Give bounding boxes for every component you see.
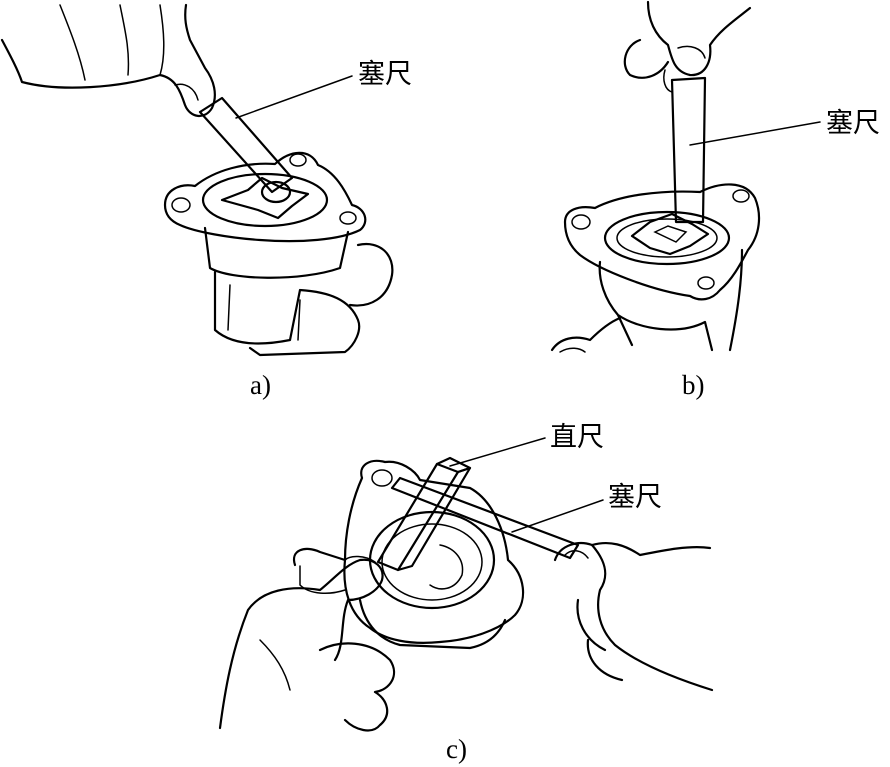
panel-b-rotor — [630, 212, 710, 256]
panel-c-right-hand — [553, 541, 712, 562]
panel-c-label-straight-edge: 直尺 — [550, 422, 604, 453]
panel-a-pump-flange — [163, 151, 367, 243]
panel-b-hand — [646, 0, 752, 77]
panel-b-body-right-edge — [728, 248, 744, 352]
panel-c-label-feeler: 塞尺 — [608, 482, 662, 513]
panel-c-feeler-gauge — [390, 476, 580, 560]
panel-b-thumb — [623, 38, 670, 79]
panel-a-pump-base — [213, 270, 361, 357]
panel-a-housing-ring — [201, 172, 329, 228]
panel-c-left-thumbnail — [344, 555, 376, 563]
panel-b-pump-body — [598, 260, 714, 352]
panel-a-fingers — [59, 4, 165, 81]
panel-c-pump-flange — [343, 459, 525, 644]
panel-c-flange-bolt-hole — [371, 469, 393, 487]
panel-a-hand — [0, 3, 216, 117]
panel-b-caption: b) — [682, 370, 705, 400]
panel-c-leader-straight-edge — [449, 437, 546, 467]
panel-b-finger-edge — [663, 69, 673, 93]
panel-a-rotor — [220, 176, 310, 220]
panel-b-base-lip — [559, 347, 586, 353]
panel-b-flange-bolt-hole-bottom — [697, 276, 715, 290]
panel-c: 直尺 塞尺 c) — [218, 422, 714, 764]
panel-b-base-left — [550, 316, 622, 352]
panel-c-inlet-pipe-lower — [299, 565, 346, 595]
panel-c-left-fingers — [318, 642, 396, 732]
panel-a-pump-body — [203, 226, 350, 279]
panel-c-left-palm-line — [259, 639, 291, 691]
panel-c-caption: c) — [446, 734, 467, 764]
panel-c-right-fingers — [576, 598, 624, 682]
panel-b-label-feeler: 塞尺 — [826, 108, 880, 139]
panel-a-leader-line — [235, 75, 353, 119]
panel-b-pump-flange — [563, 183, 761, 301]
panel-b-fingernail — [677, 45, 706, 59]
panel-a-flange-bolt-hole-top — [289, 153, 307, 167]
panel-a-base-edges — [227, 284, 301, 341]
panel-a: 塞尺 a) — [0, 3, 412, 400]
panel-a-flange-bolt-hole-left — [171, 197, 191, 213]
panel-b-leader-line — [689, 121, 821, 146]
panel-a-label-feeler: 塞尺 — [358, 59, 412, 90]
panel-c-inner-ring — [381, 523, 483, 601]
panel-c-inlet-pipe — [292, 547, 347, 567]
panel-b-flange-bolt-hole-left — [571, 214, 591, 230]
panel-c-pump-body — [358, 598, 507, 650]
panel-b-housing-ring — [603, 210, 731, 266]
panel-b-feeler-gauge — [670, 76, 707, 224]
panel-a-fingernail — [174, 83, 199, 101]
panel-c-straight-edge-side — [396, 466, 472, 572]
panel-c-right-thumbnail — [564, 550, 589, 559]
panel-c-right-palm — [590, 543, 714, 692]
panel-a-outlet-pipe — [348, 242, 394, 307]
panel-b-flange-bolt-hole-right — [732, 189, 750, 203]
panel-c-left-hand — [218, 558, 384, 730]
panel-a-shaft — [260, 180, 292, 204]
panel-c-housing-ring — [368, 510, 496, 610]
panel-c-rotor — [429, 544, 464, 590]
panel-b: 塞尺 b) — [550, 0, 880, 400]
panel-b-rotor-hub — [653, 225, 688, 243]
panel-b-inner-ring — [616, 218, 718, 258]
panel-a-feeler-gauge — [198, 96, 294, 194]
panel-a-caption: a) — [250, 370, 271, 400]
panel-c-leader-feeler — [511, 499, 604, 533]
panel-a-flange-bolt-hole-right — [339, 211, 357, 225]
